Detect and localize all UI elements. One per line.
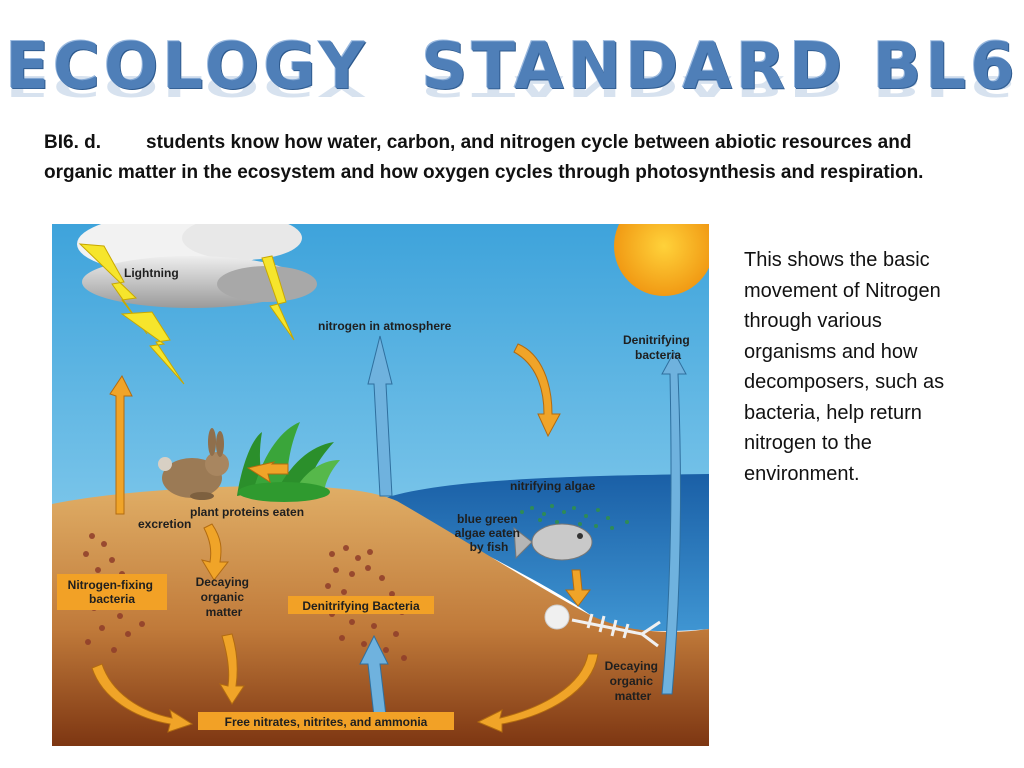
fish-skeleton bbox=[544, 604, 661, 648]
label-blue-green-line3: by fish bbox=[470, 540, 509, 554]
lightning-bolt-right bbox=[261, 255, 295, 341]
arrow-lightning-to-soil bbox=[109, 375, 133, 515]
arrow-up-to-atmosphere bbox=[367, 335, 393, 497]
label-excretion: excretion bbox=[138, 517, 191, 531]
box-nitrogen-fixing bbox=[57, 574, 167, 610]
arrow-to-rabbit bbox=[246, 461, 289, 484]
label-decaying-right-line1: Decaying bbox=[605, 659, 658, 673]
label-blue-green-line2: algae eaten bbox=[455, 526, 520, 540]
label-nitrifying-algae: nitrifying algae bbox=[510, 479, 596, 493]
algae-cluster bbox=[520, 504, 629, 530]
box-free-nitrates bbox=[198, 712, 454, 730]
arrow-excretion-down bbox=[200, 523, 230, 581]
label-denitrifying-top-line2: bacteria bbox=[635, 348, 681, 362]
label-decaying-right-line2: organic bbox=[610, 674, 654, 688]
arrow-denitrifying-up bbox=[661, 350, 687, 695]
storm-cloud bbox=[77, 224, 317, 308]
title-area: ECOLOGY STANDARD BL6 ECOLOGY STANDARD BL… bbox=[0, 30, 1024, 140]
label-nitrogen-fixing-line1: Nitrogen-fixing bbox=[68, 578, 153, 592]
lightning-bolt-left bbox=[78, 243, 148, 335]
arrow-nitrates-up bbox=[359, 634, 389, 717]
bacteria-dots bbox=[79, 533, 407, 661]
label-decaying-left-line3: matter bbox=[206, 605, 243, 619]
blue-arrows bbox=[359, 335, 687, 717]
label-blue-green-line1: blue green bbox=[457, 512, 518, 526]
nitrogen-cycle-diagram: Lightning bbox=[52, 224, 709, 746]
box-denitrifying-bacteria bbox=[288, 596, 434, 614]
arrow-decay-to-nitrates bbox=[476, 653, 599, 733]
lightning-bolt-main bbox=[120, 311, 185, 385]
arrow-decaying-down bbox=[218, 633, 245, 705]
orange-arrows bbox=[91, 343, 599, 733]
rabbit bbox=[158, 428, 229, 500]
label-decaying-left-line1: Decaying bbox=[196, 575, 249, 589]
label-denitrifying-top: Denitrifying bacteria bbox=[623, 333, 693, 362]
sun bbox=[614, 224, 709, 296]
fish bbox=[513, 523, 593, 561]
label-free-nitrates: Free nitrates, nitrites, and ammonia bbox=[225, 715, 428, 729]
standard-text: students know how water, carbon, and nit… bbox=[44, 132, 924, 183]
label-plant-proteins: plant proteins eaten bbox=[190, 505, 304, 519]
label-blue-green-algae: blue green algae eaten by fish bbox=[455, 512, 524, 554]
slide-title-reflection: ECOLOGY STANDARD BL6 bbox=[5, 68, 1019, 102]
label-nitrogen-fixing: Nitrogen-fixing bacteria bbox=[68, 578, 157, 606]
slide-title: ECOLOGY STANDARD BL6 bbox=[5, 30, 1019, 104]
label-denitrifying-box: Denitrifying Bacteria bbox=[302, 599, 420, 613]
arrow-soil-to-nitrates bbox=[91, 663, 194, 733]
label-lightning: Lightning bbox=[124, 266, 179, 280]
label-nitrogen-atmosphere: nitrogen in atmosphere bbox=[318, 319, 452, 333]
arrow-nitrogen-to-algae bbox=[513, 343, 561, 438]
nitrogen-cycle-svg: Lightning bbox=[52, 224, 709, 746]
standard-code: BI6. d. bbox=[44, 132, 102, 153]
diagram-description: This shows the basic movement of Nitroge… bbox=[744, 249, 945, 485]
label-decaying-left: Decaying organic matter bbox=[196, 575, 253, 619]
standard-paragraph: BI6. d.students know how water, carbon, … bbox=[44, 128, 944, 188]
label-decaying-right-line3: matter bbox=[615, 689, 652, 703]
label-decaying-left-line2: organic bbox=[201, 590, 245, 604]
label-denitrifying-top-line1: Denitrifying bbox=[623, 333, 690, 347]
label-decaying-right: Decaying organic matter bbox=[605, 659, 662, 703]
label-nitrogen-fixing-line2: bacteria bbox=[89, 592, 135, 606]
arrow-fish-to-decay bbox=[565, 569, 591, 607]
